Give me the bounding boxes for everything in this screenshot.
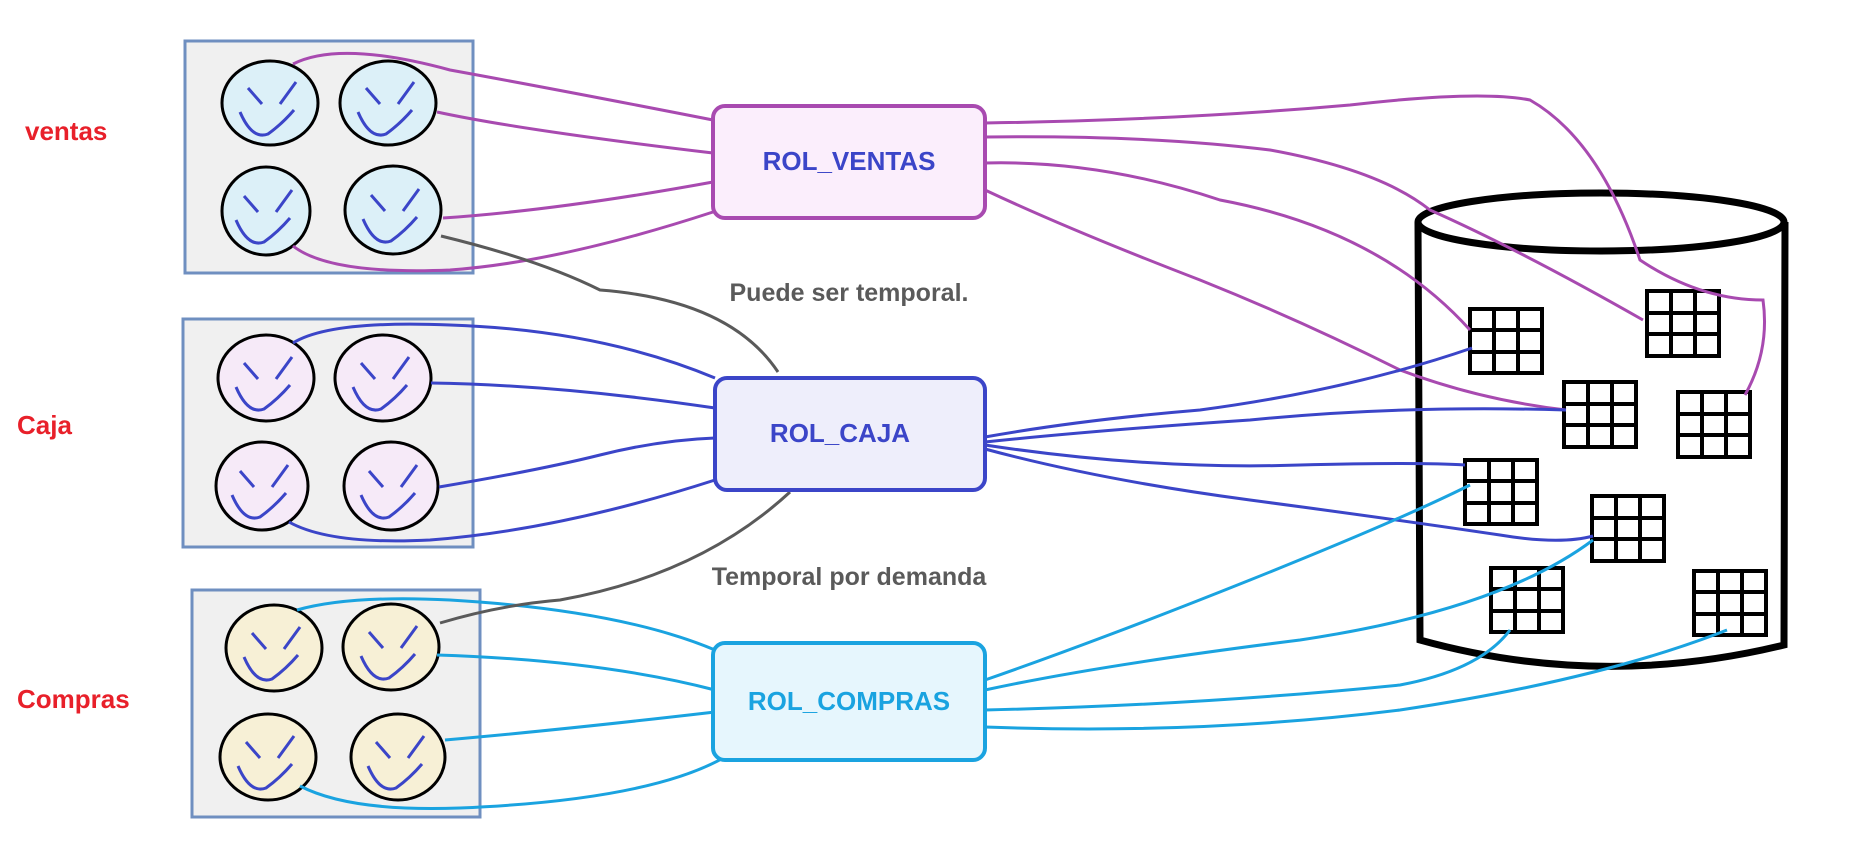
user-face-icon bbox=[220, 59, 320, 147]
connectors-compras-users bbox=[296, 597, 726, 811]
user-face-icon bbox=[220, 165, 312, 257]
table-grid-icon bbox=[1489, 566, 1565, 634]
user-face-icon bbox=[341, 602, 441, 692]
role-box-ventas: ROL_VENTAS bbox=[711, 104, 987, 220]
group-label-compras: Compras bbox=[17, 684, 130, 714]
table-grid-icon bbox=[1590, 494, 1666, 563]
users-caja bbox=[214, 333, 440, 532]
role-box-caja: ROL_CAJA bbox=[713, 376, 987, 492]
user-face-icon bbox=[343, 164, 443, 256]
user-face-icon bbox=[224, 603, 324, 693]
note-temporal-2: Temporal por demanda bbox=[712, 563, 988, 591]
table-grid-icon bbox=[1692, 569, 1768, 637]
table-grid-icon bbox=[1468, 307, 1544, 375]
table-grid-icon bbox=[1645, 289, 1721, 358]
connectors-compras-tables bbox=[984, 483, 1728, 731]
connectors-ventas-tables bbox=[984, 94, 1766, 412]
connectors-temporal bbox=[439, 234, 792, 625]
connectors-caja-users bbox=[288, 322, 716, 543]
group-label-ventas: ventas bbox=[25, 116, 107, 146]
connectors-caja-tables bbox=[984, 346, 1594, 542]
note-temporal-1: Puede ser temporal. bbox=[730, 279, 969, 307]
role-label-ventas: ROL_VENTAS bbox=[763, 146, 936, 176]
role-box-compras: ROL_COMPRAS bbox=[711, 641, 987, 762]
user-face-icon bbox=[342, 440, 440, 532]
user-face-icon bbox=[333, 333, 433, 423]
database-cylinder-icon bbox=[1414, 189, 1789, 670]
table-grid-icon bbox=[1562, 380, 1638, 449]
user-face-icon bbox=[349, 712, 447, 802]
role-label-caja: ROL_CAJA bbox=[770, 418, 910, 448]
user-face-icon bbox=[338, 59, 438, 147]
table-grid-icon bbox=[1463, 458, 1539, 526]
user-face-icon bbox=[216, 333, 316, 423]
database-tables bbox=[1463, 289, 1768, 637]
users-ventas bbox=[220, 59, 443, 257]
role-label-compras: ROL_COMPRAS bbox=[748, 686, 950, 716]
connectors-ventas-users bbox=[292, 51, 714, 273]
users-compras bbox=[218, 602, 447, 802]
group-label-caja: Caja bbox=[17, 410, 72, 440]
user-face-icon bbox=[218, 712, 318, 802]
table-grid-icon bbox=[1676, 390, 1752, 459]
user-face-icon bbox=[214, 440, 310, 532]
